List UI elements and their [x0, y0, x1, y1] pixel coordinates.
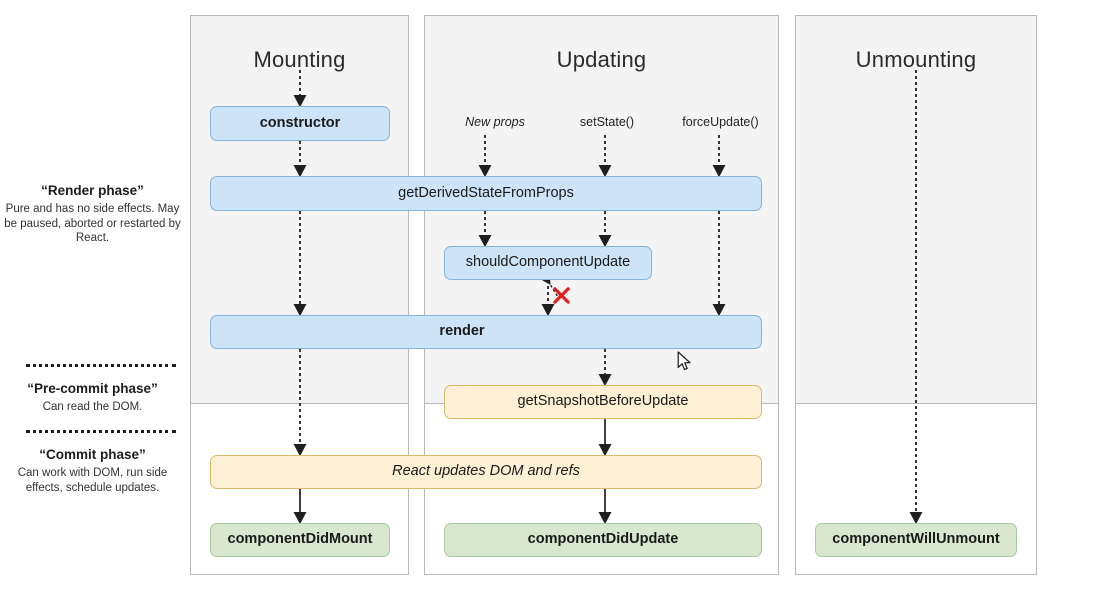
- trigger-set-state: setState(): [579, 115, 635, 129]
- lifecycle-box-constructor[interactable]: constructor: [210, 106, 390, 141]
- lifecycle-box-should-component-update-label: shouldComponentUpdate: [465, 254, 631, 271]
- lifecycle-box-component-did-mount-label: componentDidMount: [227, 531, 373, 548]
- lifecycle-box-get-snapshot-before-update[interactable]: getSnapshotBeforeUpdate: [444, 385, 762, 419]
- lifecycle-box-get-derived-state-from-props[interactable]: getDerivedStateFromProps: [210, 176, 762, 211]
- lifecycle-box-get-derived-state-from-props-label: getDerivedStateFromProps: [398, 184, 574, 201]
- column-unmounting-title: Unmounting: [855, 47, 977, 72]
- column-updating: Updating: [424, 15, 779, 575]
- trigger-new-props: New props: [465, 115, 525, 129]
- lifecycle-box-render-label: render: [439, 323, 485, 340]
- lifecycle-box-component-did-update-label: componentDidUpdate: [527, 531, 679, 548]
- lifecycle-box-component-will-unmount-label: componentWillUnmount: [832, 531, 1000, 548]
- skip-render-x-icon: [553, 287, 570, 304]
- phase-precommit-label: “Pre-commit phase” Can read the DOM.: [0, 381, 185, 415]
- lifecycle-box-component-did-mount[interactable]: componentDidMount: [210, 523, 390, 557]
- lifecycle-box-component-did-update[interactable]: componentDidUpdate: [444, 523, 762, 557]
- unmounting-render-phase-region: [796, 16, 1036, 404]
- phase-commit-description: Can work with DOM, run side effects, sch…: [17, 467, 168, 494]
- phase-render-description: Pure and has no side effects. May be pau…: [4, 203, 181, 244]
- phase-commit-label: “Commit phase” Can work with DOM, run si…: [0, 447, 185, 495]
- lifecycle-box-render[interactable]: render: [210, 315, 762, 349]
- lifecycle-box-should-component-update[interactable]: shouldComponentUpdate: [444, 246, 652, 280]
- lifecycle-box-constructor-label: constructor: [259, 114, 341, 131]
- lifecycle-box-get-snapshot-before-update-label: getSnapshotBeforeUpdate: [517, 393, 689, 410]
- lifecycle-box-react-updates-dom-and-refs-label: React updates DOM and refs: [392, 463, 580, 480]
- phase-render-label: “Render phase” Pure and has no side effe…: [0, 183, 185, 246]
- phase-precommit-title: “Pre-commit phase”: [27, 381, 158, 396]
- phase-divider-top: [26, 364, 176, 367]
- phase-render-title: “Render phase”: [41, 183, 144, 198]
- lifecycle-box-component-will-unmount[interactable]: componentWillUnmount: [815, 523, 1017, 557]
- column-mounting-title: Mounting: [253, 47, 346, 72]
- phase-divider-bottom: [26, 430, 176, 433]
- lifecycle-box-react-updates-dom-and-refs[interactable]: React updates DOM and refs: [210, 455, 762, 489]
- column-mounting: Mounting: [190, 15, 409, 575]
- column-unmounting: Unmounting: [795, 15, 1037, 575]
- column-updating-title: Updating: [556, 47, 647, 72]
- mouse-cursor-icon: [677, 351, 691, 371]
- trigger-force-update: forceUpdate(): [682, 115, 759, 129]
- phase-commit-title: “Commit phase”: [39, 447, 146, 462]
- phase-precommit-description: Can read the DOM.: [42, 401, 143, 413]
